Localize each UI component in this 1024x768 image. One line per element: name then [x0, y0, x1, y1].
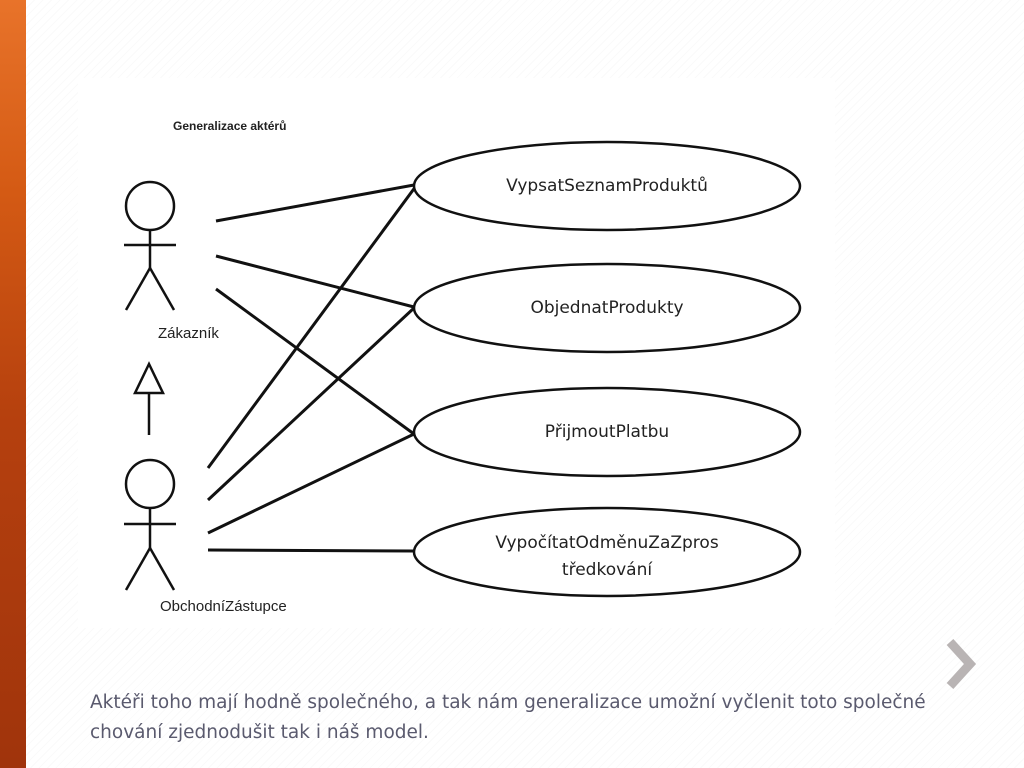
association-zastupce-vypocitat — [207, 548, 415, 553]
association-zastupce-prijmout — [207, 432, 415, 535]
association-zastupce-vypsat — [206, 185, 418, 469]
use-case-ellipse-2 — [412, 262, 802, 354]
chevron-right-icon — [946, 638, 977, 690]
associations — [206, 183, 418, 553]
actor-label-obchodni-zastupce: ObchodníZástupce — [160, 598, 287, 615]
use-case-label-4: VypočítatOdměnuZaZpros — [495, 533, 719, 553]
use-case-ellipse-4 — [412, 506, 802, 598]
actor-obchodni-zastupce-leg-right — [148, 547, 176, 591]
actor-obchodni-zastupce-leg-left — [124, 547, 152, 591]
actor-obchodni-zastupce — [124, 458, 176, 591]
association-zakaznik-objednat — [215, 254, 415, 309]
association-zastupce-objednat — [206, 306, 416, 502]
use-case-label-3: PřijmoutPlatbu — [544, 422, 670, 442]
actor-zakaznik-leg-right — [148, 267, 176, 311]
slide-caption: Aktéři toho mají hodně společného, a tak… — [90, 692, 926, 743]
use-case-label-4-line2: tředkování — [561, 560, 653, 580]
use-case-ellipses — [412, 140, 802, 598]
generalization-arrow-head — [133, 361, 165, 395]
use-case-label-1: VypsatSeznamProduktů — [506, 176, 708, 196]
use-case-ellipse-1 — [412, 140, 802, 232]
generalization-arrow — [133, 361, 165, 435]
actor-zakaznik-head — [124, 180, 176, 232]
accent-side-bar — [0, 0, 26, 768]
use-case-ellipse-3 — [412, 386, 802, 478]
diagram-title: Generalizace aktérů — [173, 119, 287, 133]
diagram-canvas — [124, 140, 802, 598]
association-zakaznik-vypsat — [215, 183, 415, 223]
actor-zakaznik-leg-left — [124, 267, 152, 311]
use-case-label-2: ObjednatProdukty — [530, 298, 684, 318]
actor-label-zakaznik: Zákazník — [158, 325, 219, 342]
association-zakaznik-prijmout — [215, 287, 415, 436]
use-case-diagram: Generalizace aktérů — [78, 78, 835, 628]
next-slide-button[interactable] — [940, 636, 980, 692]
actor-obchodni-zastupce-head — [124, 458, 176, 510]
actor-zakaznik — [124, 180, 176, 311]
